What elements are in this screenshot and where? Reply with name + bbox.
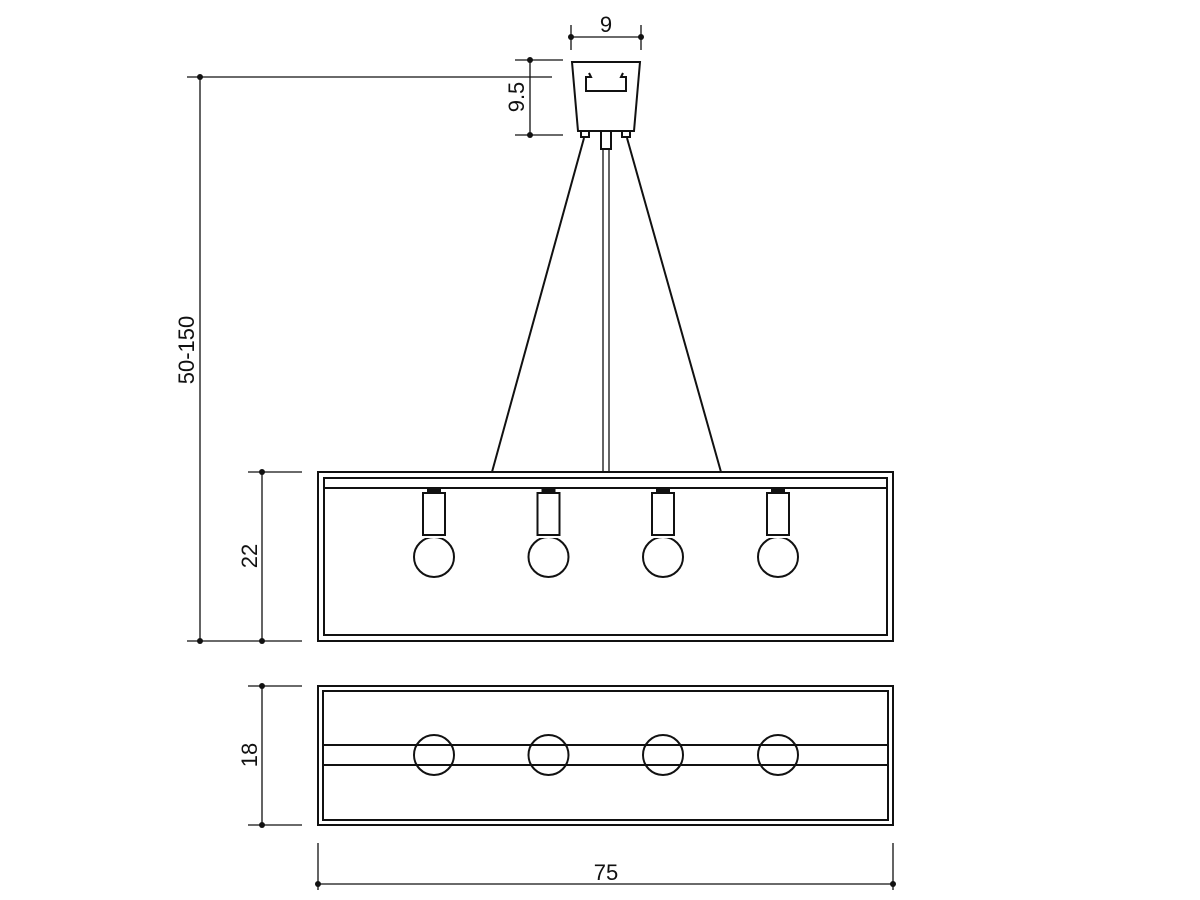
bulb-bottom xyxy=(413,734,455,776)
dimension-label-frame-width: 75 xyxy=(594,860,618,885)
frame-bottom-view xyxy=(317,685,894,826)
dimension-label-frame-height: 22 xyxy=(237,544,262,568)
suspension-wires xyxy=(491,137,722,473)
bulbs-front-view xyxy=(413,488,799,578)
dimension-label-canopy-width: 9 xyxy=(600,12,612,37)
bulb-bottom xyxy=(757,734,799,776)
dimension-canopy-width: 9 xyxy=(568,12,644,50)
dimension-frame-height: 22 xyxy=(237,469,302,644)
bulb-bottom xyxy=(642,734,684,776)
dimension-frame-depth: 18 xyxy=(237,683,302,828)
bulb-front xyxy=(642,488,684,578)
bulb-bottom xyxy=(527,734,570,776)
dimension-label-frame-depth: 18 xyxy=(237,743,262,767)
ceiling-canopy xyxy=(570,61,642,150)
bulb-front xyxy=(527,488,570,578)
frame-front-view xyxy=(317,471,894,642)
bulbs-bottom-view xyxy=(413,734,799,776)
dimension-canopy-height: 9.5 xyxy=(500,57,563,138)
bulb-front xyxy=(757,488,799,578)
dimension-frame-width: 75 xyxy=(315,843,896,890)
dimension-label-drop-length: 50-150 xyxy=(174,316,199,385)
dimension-drop-length: 50-150 xyxy=(174,74,500,644)
dimension-label-canopy-height: 9.5 xyxy=(504,82,529,113)
bulb-front xyxy=(413,488,455,578)
